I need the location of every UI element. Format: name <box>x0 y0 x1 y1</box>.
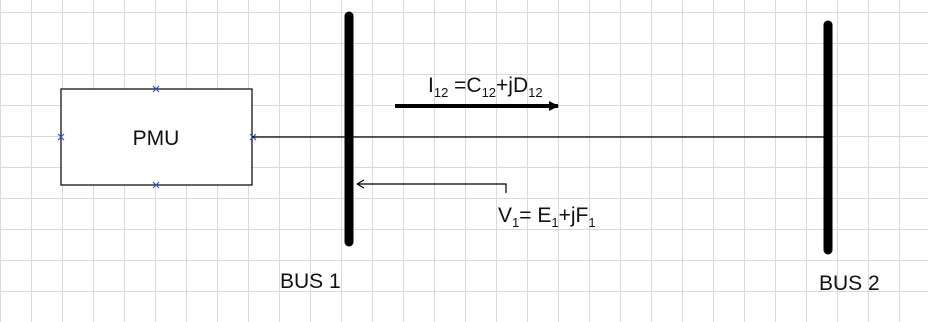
handle-top[interactable] <box>152 85 160 93</box>
handle-bottom[interactable] <box>152 181 160 189</box>
pmu-selection-handles <box>57 85 257 189</box>
pmu-box <box>60 88 253 186</box>
bus-2-label: BUS 2 <box>819 272 880 295</box>
handle-left[interactable] <box>57 133 65 141</box>
bus-1-label: BUS 1 <box>280 270 341 293</box>
voltage-label: V1= E1+jF1 <box>498 204 596 230</box>
current-label: I12 =C12+jD12 <box>428 74 543 100</box>
pmu-label: PMU <box>133 127 180 150</box>
voltage-pointer-arrowhead <box>356 179 365 189</box>
voltage-pointer-line <box>357 183 507 193</box>
